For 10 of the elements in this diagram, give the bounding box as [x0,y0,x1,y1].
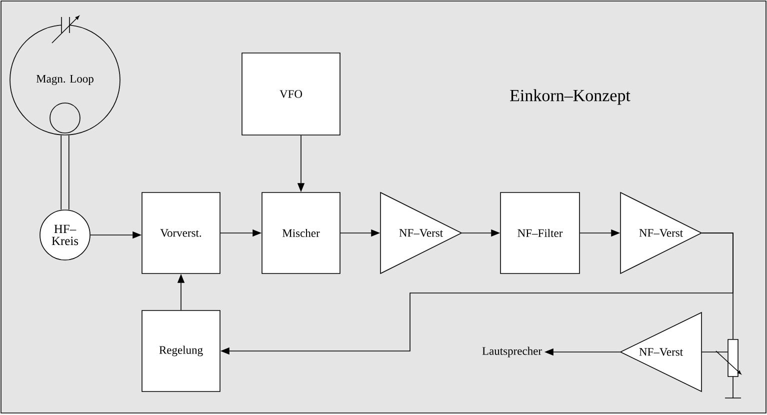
speaker-label: Lautsprecher [482,346,542,358]
process-box: VFO [242,52,340,136]
process-box: Vorverst. [142,192,220,274]
process-box: NF–Filter [500,192,580,274]
process-box: Regelung [142,310,220,392]
potentiometer-drawing [716,339,742,377]
coupling-line [60,135,70,210]
diagram-title: Einkorn–Konzept [510,89,630,105]
process-box: Mischer [262,192,340,274]
connector-line [702,232,734,340]
